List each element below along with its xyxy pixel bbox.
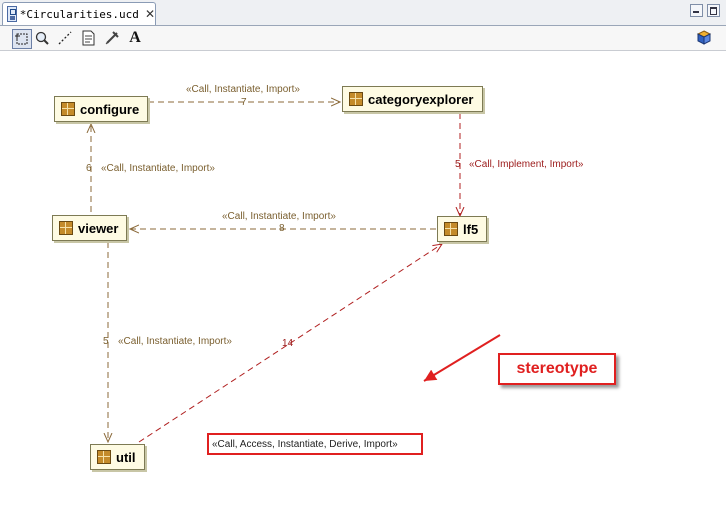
edge-count-label: 5	[455, 159, 461, 170]
zoom-tool-button[interactable]	[33, 29, 51, 47]
edge-count-label: 8	[279, 223, 285, 234]
tab-title: *Circularities.ucd	[19, 7, 139, 21]
dashed-line-icon	[58, 31, 72, 45]
edge-stereotype-label: «Call, Instantiate, Import»	[186, 84, 300, 95]
magnifier-icon	[35, 31, 49, 45]
edge-count-label: 14	[282, 338, 294, 349]
package-node-configure[interactable]: configure	[54, 96, 149, 122]
edge-count-label: 6	[86, 163, 92, 174]
diagram-settings-button[interactable]	[695, 29, 713, 47]
stereotype-callout: stereotype	[498, 353, 616, 385]
edge-count-label: 7	[241, 97, 247, 108]
node-label: categoryexplorer	[368, 91, 474, 107]
cube-icon	[696, 30, 712, 45]
edge-stereotype-label: «Call, Instantiate, Import»	[222, 211, 336, 222]
pin-icon	[105, 31, 119, 45]
marquee-select-icon	[15, 33, 28, 45]
maximize-button[interactable]	[707, 4, 720, 17]
text-tool-button[interactable]: A	[126, 29, 144, 47]
edge-util-lf5[interactable]	[138, 244, 442, 443]
palette-toolbar: A	[0, 26, 726, 51]
connector-tool-button[interactable]	[56, 29, 74, 47]
editor-tab-bar: *Circularities.ucd ✕	[0, 0, 726, 26]
package-icon	[59, 221, 73, 235]
note-tool-button[interactable]	[79, 29, 97, 47]
highlighted-stereotype-label: «Call, Access, Instantiate, Derive, Impo…	[207, 433, 423, 455]
node-label: configure	[80, 101, 140, 117]
pin-tool-button[interactable]	[103, 29, 121, 47]
text-icon: A	[129, 29, 141, 46]
package-icon	[349, 92, 363, 106]
package-icon	[444, 222, 458, 236]
minimize-button[interactable]	[690, 4, 703, 17]
edge-stereotype-label: «Call, Implement, Import»	[469, 159, 584, 170]
node-label: viewer	[78, 220, 119, 236]
package-node-util[interactable]: util	[90, 444, 145, 470]
editor-tab[interactable]: *Circularities.ucd ✕	[2, 2, 156, 25]
diagram-file-icon	[7, 6, 17, 22]
package-node-lf5[interactable]: lf5	[437, 216, 488, 242]
dependency-edges	[0, 51, 501, 515]
node-label: util	[116, 449, 136, 465]
diagram-canvas[interactable]: configure categoryexplorer viewer lf5 ut…	[0, 51, 726, 515]
note-icon	[82, 30, 95, 46]
edge-count-label: 5	[103, 336, 109, 347]
select-tool-button[interactable]	[12, 29, 32, 49]
package-icon	[97, 450, 111, 464]
close-icon[interactable]: ✕	[144, 7, 155, 21]
package-node-viewer[interactable]: viewer	[52, 215, 128, 241]
node-label: lf5	[463, 221, 479, 237]
edge-stereotype-label: «Call, Access, Instantiate, Derive, Impo…	[212, 438, 398, 450]
edge-stereotype-label: «Call, Instantiate, Import»	[101, 163, 215, 174]
package-icon	[61, 102, 75, 116]
callout-text: stereotype	[516, 360, 598, 377]
callout-arrow	[423, 334, 501, 382]
edge-stereotype-label: «Call, Instantiate, Import»	[118, 336, 232, 347]
package-node-categoryexplorer[interactable]: categoryexplorer	[342, 86, 483, 112]
